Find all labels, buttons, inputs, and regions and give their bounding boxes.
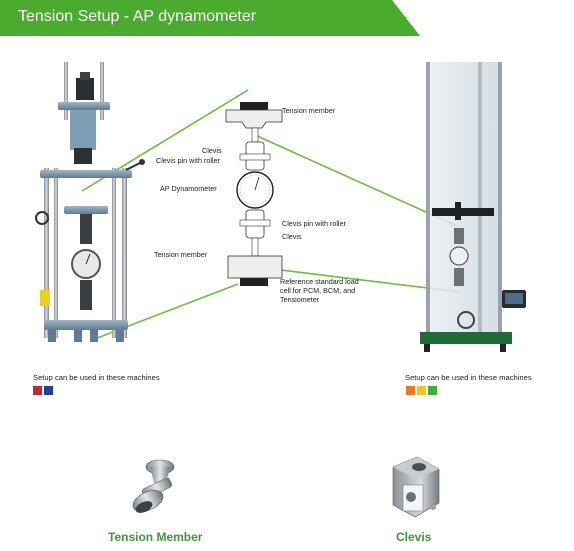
- tension-member-label: Tension Member: [108, 530, 202, 544]
- left-swatch-2: [44, 386, 53, 395]
- clevis-part-image: [385, 455, 445, 525]
- label-clevis-pin-top: Clevis pin with roller: [156, 156, 220, 165]
- right-swatch-2: [417, 386, 426, 395]
- left-swatch-1: [33, 386, 42, 395]
- right-swatch-3: [428, 386, 437, 395]
- tension-member-part-image: [120, 455, 190, 525]
- right-machine-image: [400, 58, 530, 358]
- label-clevis-top: Clevis: [202, 146, 222, 155]
- label-reference-cell-line1: Reference standard load: [280, 277, 359, 286]
- left-machines-caption: Setup can be used in these machines: [33, 373, 160, 382]
- label-reference-cell-line3: Tensiometer: [280, 295, 319, 304]
- dynamometer-diagram: [210, 98, 300, 298]
- right-swatch-1: [406, 386, 415, 395]
- label-tension-member-bottom: Tension member: [154, 250, 207, 259]
- label-reference-cell-line2: cell for PCM, BCM, and: [280, 286, 355, 295]
- right-machines-caption: Setup can be used in these machines: [405, 373, 532, 382]
- left-machine-image: [30, 58, 160, 368]
- label-tension-member-top: Tension member: [282, 106, 335, 115]
- label-clevis-bottom: Clevis: [282, 232, 302, 241]
- label-clevis-pin-bottom: Clevis pin with roller: [282, 219, 346, 228]
- label-ap-dynamometer: AP Dynamometer: [160, 184, 217, 193]
- clevis-label: Clevis: [396, 530, 431, 544]
